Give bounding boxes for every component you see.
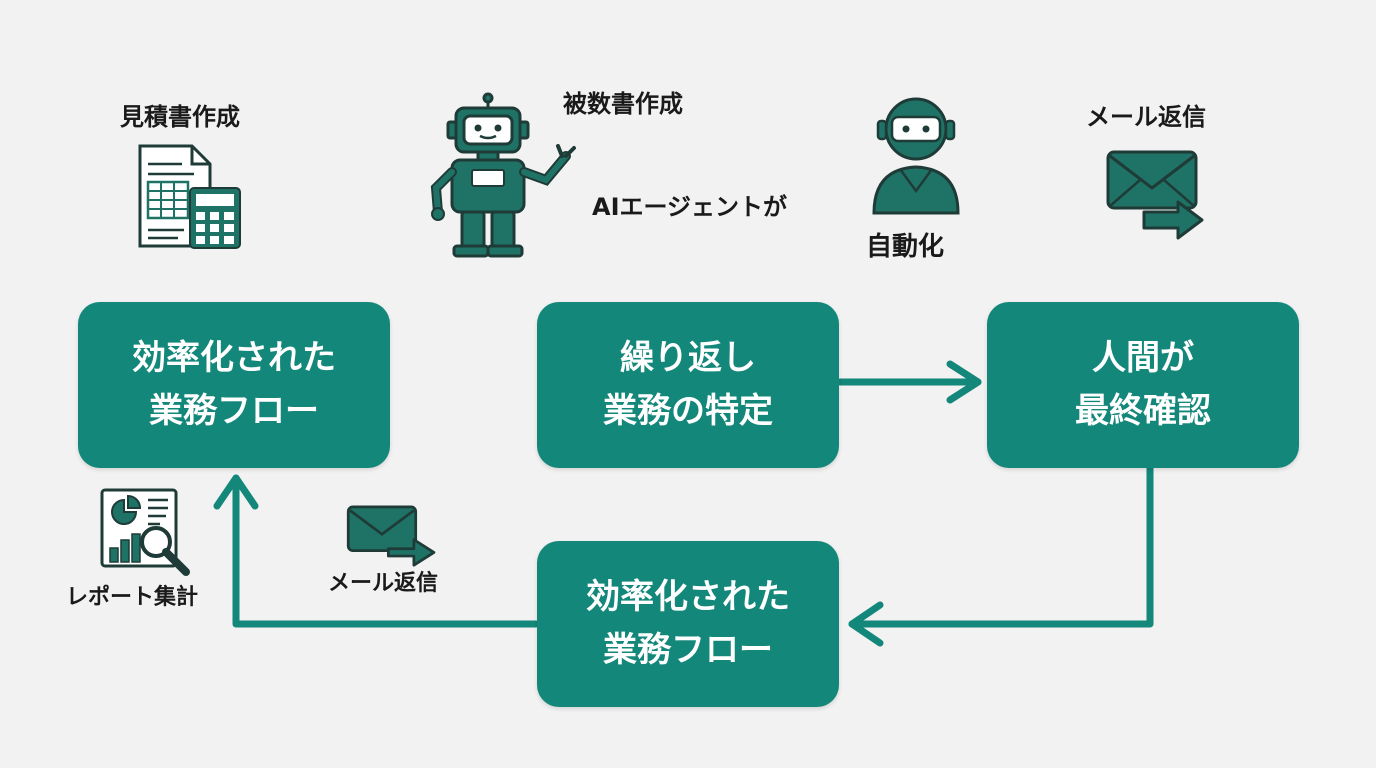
arrowhead-right-to-bottom (848, 601, 884, 647)
arrow-right-to-bottom (848, 464, 1154, 628)
robot-icon (430, 92, 576, 258)
box-line-1: 人間が (1092, 338, 1194, 379)
label-automation: 自動化 (866, 232, 945, 262)
label-ai-agent: AIエージェントが (592, 193, 788, 221)
box-line-2: 最終確認 (1075, 391, 1211, 431)
arrow-bottom-to-left (232, 474, 540, 628)
label-multi-doc: 被数書作成 (563, 90, 683, 118)
box-line-1: 効率化された (586, 577, 790, 618)
document-calculator-icon (138, 144, 241, 249)
box-efficient-workflow-left: 効率化された 業務フロー (78, 302, 390, 468)
label-report: レポート集計 (66, 585, 199, 610)
label-estimate: 見積書作成 (120, 103, 240, 131)
box-identify-repetitive-tasks: 繰り返し 業務の特定 (537, 302, 839, 468)
box-line-2: 業務フロー (603, 630, 773, 670)
label-mail-reply-bottom: メール返信 (328, 571, 439, 596)
box-human-final-check: 人間が 最終確認 (987, 302, 1299, 468)
box-line-2: 業務の特定 (603, 391, 773, 431)
arrowhead-bottom-to-left (213, 474, 259, 510)
box-efficient-workflow-bottom: 効率化された 業務フロー (537, 541, 839, 707)
mail-forward-icon (1106, 150, 1204, 240)
box-line-1: 繰り返し (620, 338, 756, 379)
arrowhead-center-to-right (946, 360, 982, 404)
human-operator-icon (872, 97, 960, 215)
label-mail-reply-top: メール返信 (1086, 103, 1206, 131)
box-line-2: 業務フロー (149, 391, 319, 431)
box-line-1: 効率化された (132, 338, 336, 379)
mail-forward-icon (346, 505, 436, 567)
report-analysis-icon (100, 488, 190, 576)
